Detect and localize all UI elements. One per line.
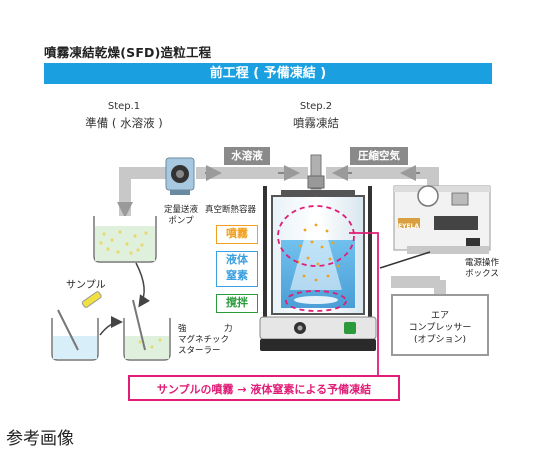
vessel-label: 真空断熱容器 bbox=[205, 205, 257, 215]
step-1-name: 準備 ( 水溶液 ) bbox=[85, 116, 163, 130]
magnetic-stirrer-icon bbox=[259, 316, 377, 351]
spray-nozzle-icon bbox=[307, 154, 325, 190]
mixing-beaker-icon bbox=[123, 299, 171, 361]
vacuum-vessel bbox=[263, 186, 372, 326]
power-box-label: 電源操作 ボックス bbox=[464, 258, 499, 279]
sample-beaker-icon bbox=[51, 309, 99, 361]
pump-icon bbox=[165, 157, 195, 195]
compressor-box: エア コンプレッサー (オプション) bbox=[391, 294, 489, 356]
page-title: 噴霧凍結乾燥(SFD)造粒工程 bbox=[44, 45, 212, 60]
stirrer-label: 強 力 マグネチック スターラー bbox=[178, 324, 233, 356]
air-pipe-label: 圧縮空気 bbox=[350, 147, 408, 165]
step-1-number: Step.1 bbox=[107, 101, 141, 112]
section-band: 前工程 ( 予備凍結 ) bbox=[44, 63, 492, 84]
spray-label: 噴霧 bbox=[216, 225, 258, 244]
reference-label: 参考画像 bbox=[6, 429, 74, 449]
sample-label: サンプル bbox=[66, 280, 106, 291]
step-1: Step.1 準備 ( 水溶液 ) bbox=[76, 101, 172, 131]
stir-highlight bbox=[285, 290, 347, 312]
water-pipe-label: 水溶液 bbox=[224, 147, 270, 165]
step-2: Step.2 噴霧凍結 bbox=[268, 101, 364, 131]
step-2-number: Step.2 bbox=[299, 101, 333, 112]
sample-vial-icon bbox=[81, 291, 102, 308]
step-2-name: 噴霧凍結 bbox=[293, 116, 339, 130]
pump-label: 定量送液 ポンプ bbox=[163, 205, 198, 226]
solution-beaker-icon bbox=[93, 216, 157, 263]
spray-highlight bbox=[277, 205, 355, 267]
caption-bar: サンプルの噴霧 → 液体窒素による予備凍結 bbox=[128, 375, 400, 401]
stir-label: 撹拌 bbox=[216, 294, 258, 313]
ln2-label: 液体 窒素 bbox=[216, 251, 258, 287]
caption-connector bbox=[349, 232, 379, 378]
brand-label: EYELA bbox=[398, 223, 420, 230]
controller-unit-icon bbox=[393, 185, 491, 254]
